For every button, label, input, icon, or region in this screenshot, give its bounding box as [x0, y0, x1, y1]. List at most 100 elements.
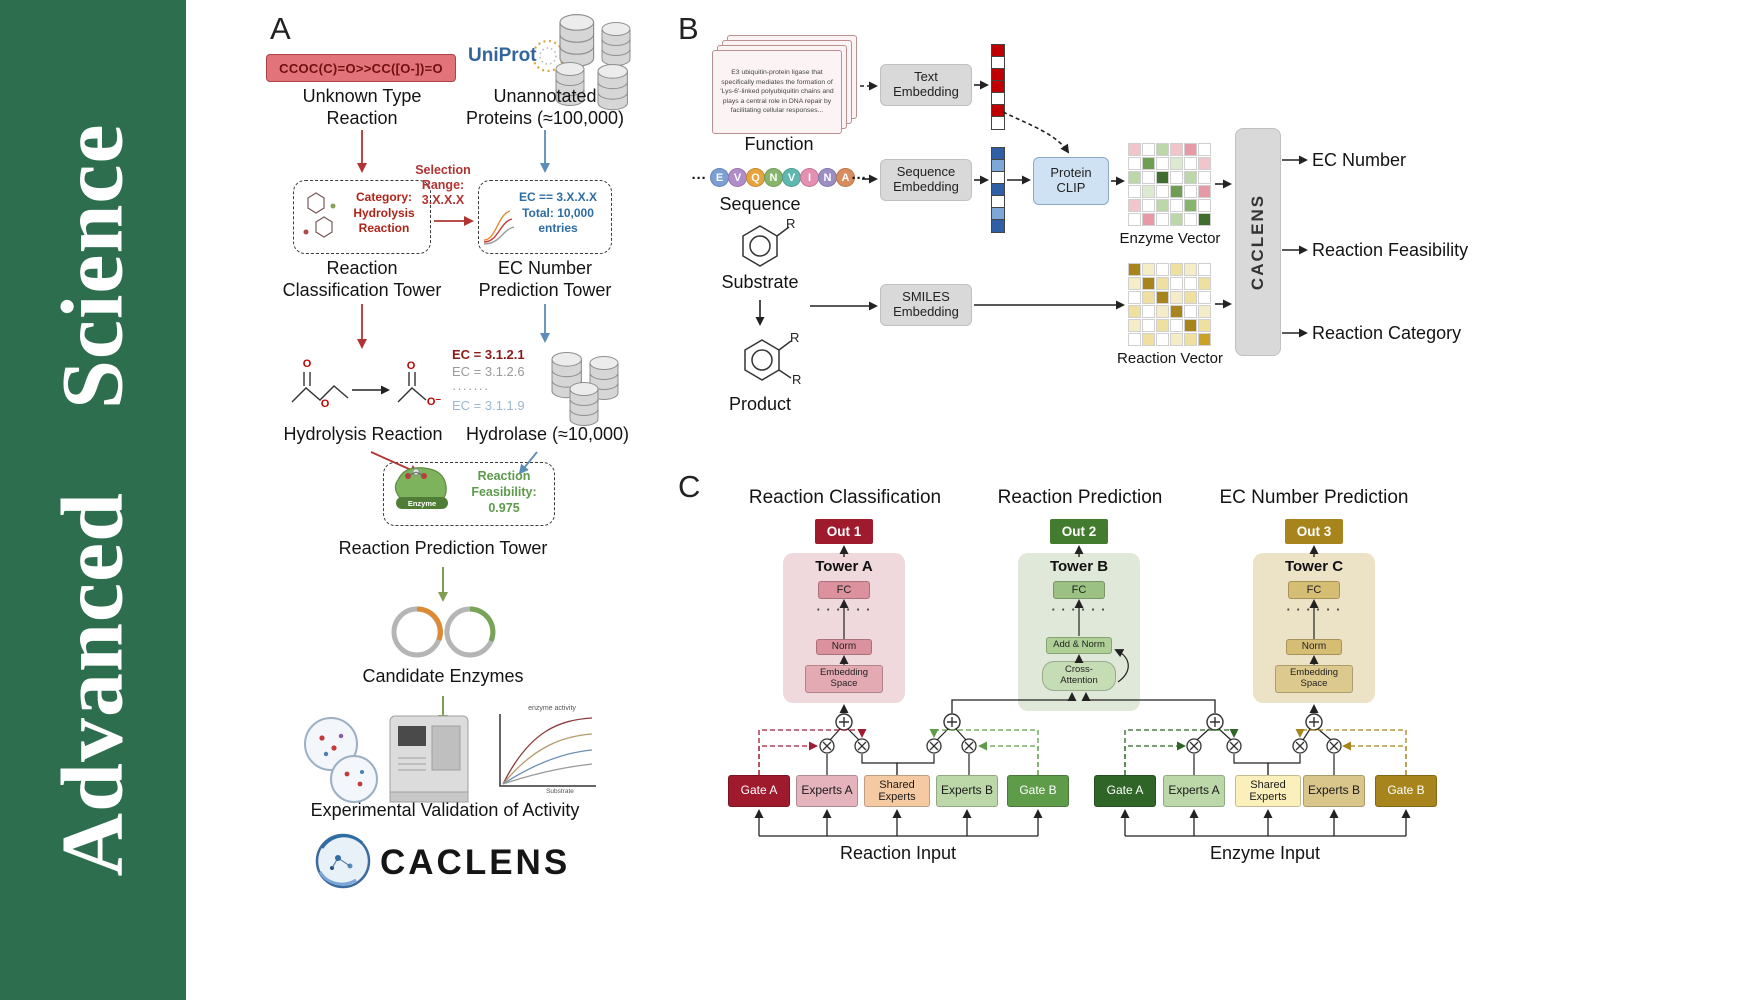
output-reaction-feasibility: Reaction Feasibility: [1312, 240, 1469, 260]
feasibility-text: Reaction Feasibility:: [471, 469, 537, 499]
enzyme-vector-matrix: [1127, 142, 1212, 227]
title-ec-number-prediction: EC Number Prediction: [1219, 487, 1409, 508]
reaction-vector-label: Reaction Vector: [1117, 350, 1223, 367]
text-embedding-vector: [991, 44, 1005, 130]
product-label: Product: [728, 394, 792, 414]
gate-b-left-box: Gate B: [1007, 775, 1069, 807]
tower-b-add-norm: Add & Norm: [1046, 637, 1112, 654]
experts-a-left-box: Experts A: [796, 775, 858, 807]
substituent-r-label: R: [786, 216, 796, 231]
protein-clip-box: Protein CLIP: [1033, 157, 1109, 205]
journal-title: Advanced Science: [44, 123, 142, 877]
substrate-structure: [742, 225, 790, 267]
ec-item-ellipsis: ·······: [452, 381, 490, 396]
out-1-box: Out 1: [815, 519, 873, 544]
reaction-vector-matrix: [1127, 262, 1212, 347]
shared-experts-right-box: Shared Experts: [1235, 775, 1301, 807]
caclens-logo-icon: [315, 833, 371, 889]
shared-experts-left-box: Shared Experts: [864, 775, 930, 807]
atom-label-o-minus: O⁻: [426, 396, 442, 408]
activity-plot-title: enzyme activity: [528, 705, 576, 712]
tower-c-fc: FC: [1288, 581, 1340, 599]
title-reaction-classification: Reaction Classification: [748, 487, 942, 508]
tower-c-norm: Norm: [1286, 639, 1342, 655]
circled-plus-symbols: [835, 713, 1323, 731]
moe-wiring: [826, 728, 1335, 775]
enzyme-input-bus: [1120, 809, 1411, 837]
selection-range-label: Selection Range: 3.X.X.X: [415, 163, 471, 207]
feasibility-dashed-box: [383, 462, 555, 526]
caclens-brand-text: CACLENS: [380, 843, 571, 882]
sequence-ellipsis-left: ···: [691, 170, 707, 187]
enzyme-activity-plot: [499, 714, 596, 787]
experts-a-right-box: Experts A: [1163, 775, 1225, 807]
panel-a-label: A: [270, 11, 291, 46]
tower-c: Tower C FC · · · · · · Norm Embedding Sp…: [1253, 553, 1375, 703]
hydrolase-label: Hydrolase (≈10,000): [466, 424, 629, 444]
smiles-reaction-box: CCOC(C)=O>>CC([O-])=O: [266, 54, 456, 82]
out-3-box: Out 3: [1285, 519, 1343, 544]
gate-a-right-dashed-arrows: [1124, 729, 1239, 775]
hplc-instrument-icon: [389, 715, 469, 803]
enzyme-icon-label: Enzyme: [407, 499, 437, 508]
candidate-enzymes-label: Candidate Enzymes: [362, 666, 524, 686]
unannotated-proteins-label: Unannotated Proteins (≈100,000): [466, 86, 624, 128]
text-embedding-box: Text Embedding: [880, 64, 972, 106]
ec-item: EC = 3.1.2.6: [452, 364, 525, 379]
ec-selection-dashed-box: [478, 180, 612, 254]
experimental-validation-label: Experimental Validation of Activity: [310, 800, 580, 820]
tower-b-cross-attention: Cross- Attention: [1042, 661, 1116, 691]
gate-a-right-box: Gate A: [1094, 775, 1156, 807]
database-cluster-hydrolase-icon: [551, 351, 619, 426]
function-card: E3 ubiquitin-protein ligase that specifi…: [712, 50, 842, 134]
substituent-r-label: R: [792, 372, 802, 387]
plasmid-icons: [391, 606, 496, 658]
hydrolysis-molecules-doodle: [291, 372, 427, 403]
tower-b-title: Tower B: [1049, 558, 1109, 575]
output-ec-number: EC Number: [1312, 150, 1407, 170]
prediction-tower-label: Reaction Prediction Tower: [338, 538, 548, 558]
feasibility-value: 0.975: [488, 501, 520, 515]
tower-a: Tower A FC · · · · · · Norm Embedding Sp…: [783, 553, 905, 703]
tower-b: Tower B FC · · · · · · Add & Norm Cross-…: [1018, 553, 1140, 711]
gate-b-left-dashed-arrows: [929, 729, 1039, 775]
gate-a-left-dashed-arrows: [758, 729, 867, 775]
circled-times-symbols: [819, 738, 1342, 754]
out-2-box: Out 2: [1050, 519, 1108, 544]
tower-c-dots: · · · · · ·: [1286, 602, 1342, 617]
tower-a-title: Tower A: [815, 558, 873, 575]
function-label: Function: [744, 134, 814, 154]
unknown-type-label: Unknown Type Reaction: [302, 86, 422, 128]
tower-a-norm: Norm: [816, 639, 872, 655]
sequence-ellipsis-right: ···: [851, 170, 867, 187]
gate-b-right-dashed-arrows: [1295, 729, 1407, 775]
atom-label-o: O: [320, 398, 330, 410]
reaction-input-bus: [754, 809, 1043, 837]
microscopy-lens-icon: [304, 717, 378, 803]
panel-b-label: B: [678, 11, 699, 46]
ec-item: EC = 3.1.1.9: [452, 398, 525, 413]
caclens-model-box: CACLENS: [1235, 128, 1281, 356]
hydrolysis-reaction-label: Hydrolysis Reaction: [283, 424, 443, 444]
tower-c-embedding-space: Embedding Space: [1275, 665, 1353, 693]
atom-label-o: O: [302, 358, 312, 370]
activity-plot-xlabel: Substrate: [546, 788, 574, 795]
caclens-box-label: CACLENS: [1248, 193, 1267, 291]
function-description-text: E3 ubiquitin-protein ligase that specifi…: [720, 69, 834, 115]
substrate-label: Substrate: [721, 272, 799, 292]
tower-a-fc: FC: [818, 581, 870, 599]
tower-a-embedding-space: Embedding Space: [805, 665, 883, 693]
ec-number-list: EC = 3.1.2.1 EC = 3.1.2.6 ······· EC = 3…: [452, 346, 552, 414]
output-reaction-category: Reaction Category: [1312, 323, 1462, 343]
reaction-input-label: Reaction Input: [839, 843, 957, 863]
category-text: Category: Hydrolysis Reaction: [353, 190, 415, 236]
tower-a-dots: · · · · · ·: [816, 602, 872, 617]
reaction-category-dashed-box: [293, 180, 431, 254]
sequence-embedding-vector: [991, 147, 1005, 233]
uniprot-logo-text: UniProt: [468, 45, 537, 66]
sequence-embedding-box: Sequence Embedding: [880, 159, 972, 201]
panel-c-label: C: [678, 469, 701, 504]
ec-tower-label: EC Number Prediction Tower: [478, 258, 612, 300]
